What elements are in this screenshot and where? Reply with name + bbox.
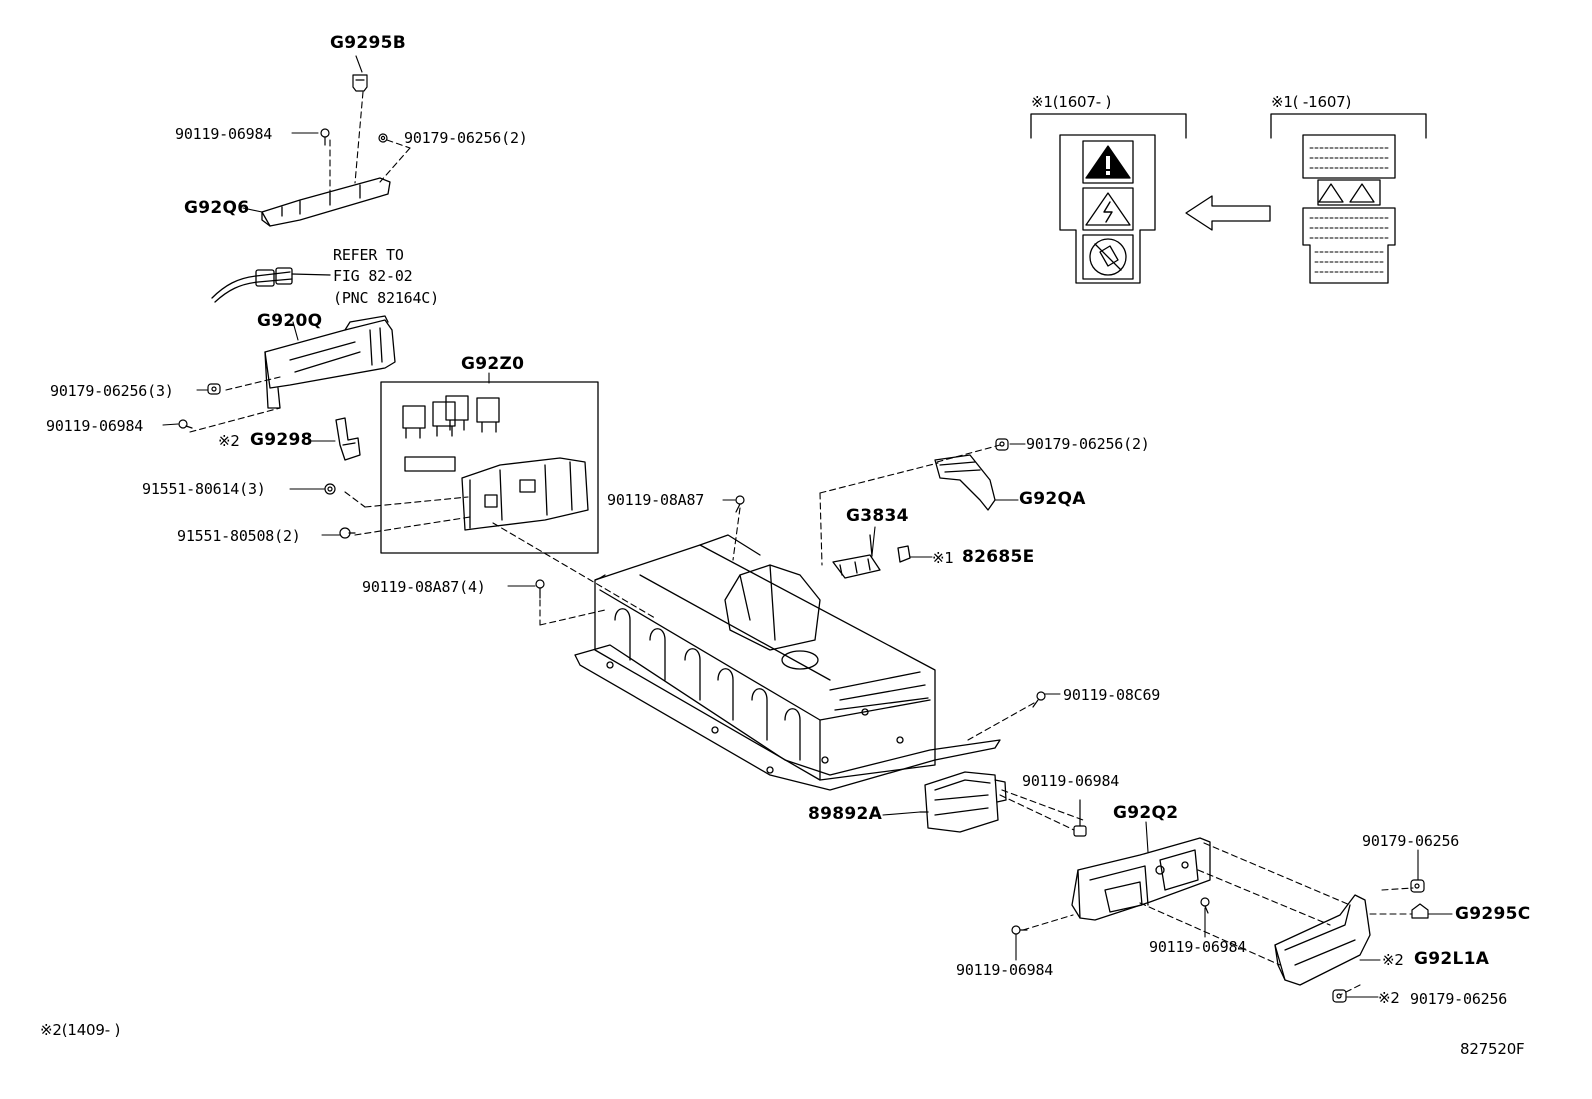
label-g9295b: G9295B <box>330 33 407 53</box>
g9298-mark: ※2 <box>218 432 240 450</box>
label-90119-08a87-4: 90119-08A87(4) <box>362 578 486 596</box>
label-g9295c: G9295C <box>1455 904 1531 924</box>
label-91551-80614: 91551-80614(3) <box>142 480 266 498</box>
label-90179-06256-last: 90179-06256 <box>1410 990 1508 1008</box>
label-g9298: G9298 <box>250 430 313 450</box>
refer-line-3: (PNC 82164C) <box>333 289 439 307</box>
label-g92qa: G92QA <box>1019 489 1086 509</box>
refer-line-2: FIG 82-02 <box>333 267 413 285</box>
g9298-clip <box>335 417 361 461</box>
wire-harness <box>211 267 331 303</box>
g92l1a-mark: ※2 <box>1382 951 1404 969</box>
label-90119-06984-b: 90119-06984 <box>46 417 144 435</box>
figure-id: 827520F <box>1460 1040 1525 1058</box>
label-90119-08a87: 90119-08A87 <box>607 491 705 509</box>
label-90179-06256-2b: 90179-06256(2) <box>1026 435 1150 453</box>
g92l1a-bracket <box>1274 894 1371 986</box>
label-g920q: G920Q <box>257 311 323 331</box>
label-90119-06984: 90119-06984 <box>175 125 273 143</box>
caution-labels <box>1030 113 1427 284</box>
refer-line-1: REFER TO <box>333 246 404 264</box>
label-90119-06984-e: 90119-06984 <box>956 961 1054 979</box>
g9295b-leader <box>355 55 363 73</box>
g3834-connector <box>832 534 911 579</box>
label-g92l1a: G92L1A <box>1414 949 1490 969</box>
label-90119-08c69: 90119-08C69 <box>1063 686 1161 704</box>
label-90119-06984-d: 90119-06984 <box>1149 938 1247 956</box>
g920q-bracket <box>264 315 396 409</box>
g92q2-bracket <box>1071 837 1211 921</box>
label-90179-06256: 90179-06256 <box>1362 832 1460 850</box>
label-91551-80508: 91551-80508(2) <box>177 527 301 545</box>
89892a-module <box>919 771 1007 833</box>
82685e-mark: ※1 <box>932 549 954 567</box>
label-g92q2: G92Q2 <box>1113 803 1179 823</box>
g92qa-bracket <box>934 454 996 511</box>
label-new-version: ※1(1607- ) <box>1031 93 1112 111</box>
label-90179-06256-3: 90179-06256(3) <box>50 382 174 400</box>
label-g3834: G3834 <box>846 506 909 526</box>
label-89892a: 89892A <box>808 804 883 824</box>
label-82685e: 82685E <box>962 547 1035 567</box>
g92q6-bracket <box>261 177 391 227</box>
label-90119-06984-c: 90119-06984 <box>1022 772 1120 790</box>
footnote: ※2(1409- ) <box>40 1021 121 1039</box>
label-g92q6: G92Q6 <box>184 198 250 218</box>
g92z0-assembly <box>380 381 599 554</box>
label-old-version: ※1( -1607) <box>1271 93 1352 111</box>
leader-lines <box>189 91 1414 996</box>
90179-06256-last-mark: ※2 <box>1378 989 1400 1007</box>
label-90179-06256-2: 90179-06256(2) <box>404 129 528 147</box>
label-g92z0: G92Z0 <box>461 354 525 374</box>
battery-tray <box>574 534 1001 791</box>
fasteners <box>178 74 1429 1003</box>
